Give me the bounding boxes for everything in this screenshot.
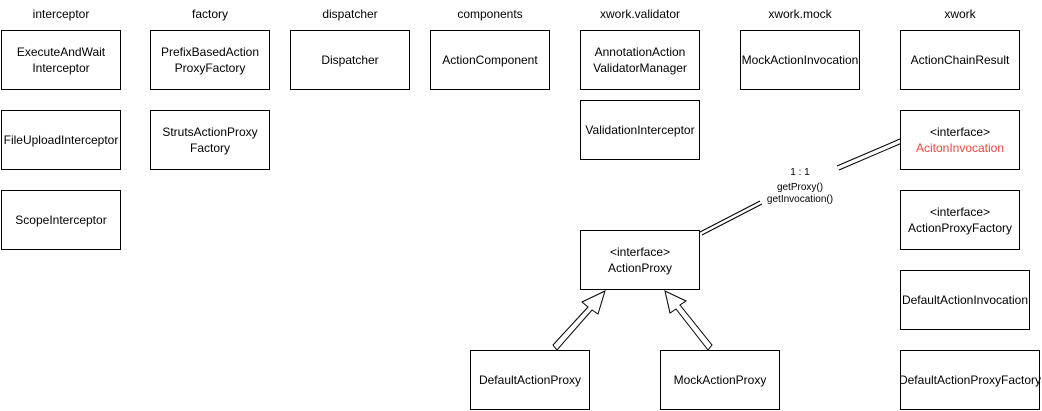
- stereotype-label: <interface>: [929, 205, 991, 219]
- stereotype-label: <interface>: [609, 245, 671, 259]
- class-name-line: DefaultActionProxyFactory: [898, 373, 1042, 387]
- class-name-line: StrutsActionProxy: [162, 125, 258, 139]
- interface-name: ActionProxy: [607, 261, 673, 275]
- class-name-line: DefaultActionInvocation: [901, 293, 1029, 307]
- column-header-components: components: [457, 7, 523, 21]
- association-line: [699, 138, 903, 236]
- class-box-execute-and-wait-interceptor[interactable]: ExecuteAndWait Interceptor: [1, 30, 121, 90]
- association-multiplicity-label: 1 : 1: [790, 167, 810, 178]
- class-box-struts-action-proxy-factory[interactable]: StrutsActionProxy Factory: [150, 110, 270, 170]
- interface-name: AcitonInvocation: [915, 141, 1005, 155]
- class-box-default-action-proxy[interactable]: DefaultActionProxy: [470, 350, 590, 410]
- column-header-dispatcher: dispatcher: [322, 7, 378, 21]
- class-box-prefix-based-action-proxy-factory[interactable]: PrefixBasedAction ProxyFactory: [150, 30, 270, 90]
- class-name-line: Factory: [189, 141, 230, 155]
- class-name-line: PrefixBasedAction: [160, 45, 260, 59]
- class-name-line: MockActionProxy: [673, 373, 767, 387]
- class-box-validation-interceptor[interactable]: ValidationInterceptor: [580, 100, 700, 160]
- class-box-default-action-invocation[interactable]: DefaultActionInvocation: [900, 270, 1030, 330]
- class-name-line: DefaultActionProxy: [478, 373, 582, 387]
- class-box-mock-action-proxy[interactable]: MockActionProxy: [660, 350, 780, 410]
- interface-name: ActionProxyFactory: [907, 221, 1013, 235]
- association-method-label: getProxy(): [776, 182, 824, 193]
- class-name-line: FileUploadInterceptor: [3, 133, 119, 147]
- class-box-default-action-proxy-factory[interactable]: DefaultActionProxyFactory: [898, 350, 1042, 410]
- class-name-line: ProxyFactory: [174, 61, 246, 75]
- class-name-line: ActionComponent: [442, 53, 538, 67]
- class-box-dispatcher[interactable]: Dispatcher: [290, 30, 410, 90]
- interface-box-action-proxy-factory[interactable]: <interface> ActionProxyFactory: [900, 190, 1020, 250]
- class-box-scope-interceptor[interactable]: ScopeInterceptor: [1, 190, 121, 250]
- class-box-file-upload-interceptor[interactable]: FileUploadInterceptor: [1, 110, 121, 170]
- class-box-action-chain-result[interactable]: ActionChainResult: [900, 30, 1020, 90]
- class-name-line: ExecuteAndWait: [16, 45, 106, 59]
- column-header-factory: factory: [191, 7, 229, 21]
- column-header-xwork: xwork: [944, 7, 976, 21]
- class-name-line: AnnotationAction: [594, 45, 686, 59]
- class-name-line: Interceptor: [32, 61, 90, 75]
- stereotype-label: <interface>: [929, 125, 991, 139]
- interface-box-action-proxy[interactable]: <interface> ActionProxy: [580, 230, 700, 290]
- column-header-xwork-mock: xwork.mock: [768, 7, 832, 21]
- class-name-line: ActionChainResult: [910, 53, 1010, 67]
- inheritance-arrow-mock: [664, 290, 713, 351]
- interface-box-action-invocation[interactable]: <interface> AcitonInvocation: [900, 110, 1020, 170]
- class-name-line: Dispatcher: [321, 53, 379, 67]
- class-box-annotation-action-validator-manager[interactable]: AnnotationAction ValidatorManager: [580, 30, 700, 90]
- class-box-action-component[interactable]: ActionComponent: [430, 30, 550, 90]
- class-name-line: ValidatorManager: [593, 61, 687, 75]
- class-name-line: MockActionInvocation: [741, 53, 859, 67]
- class-name-line: ValidationInterceptor: [585, 123, 695, 137]
- class-box-mock-action-invocation[interactable]: MockActionInvocation: [740, 30, 860, 90]
- association-method-label: getInvocation(): [766, 194, 834, 205]
- inheritance-arrow-default: [552, 290, 606, 351]
- class-name-line: ScopeInterceptor: [15, 213, 107, 227]
- column-header-interceptor: interceptor: [32, 7, 90, 21]
- column-header-xwork-validator: xwork.validator: [599, 7, 681, 21]
